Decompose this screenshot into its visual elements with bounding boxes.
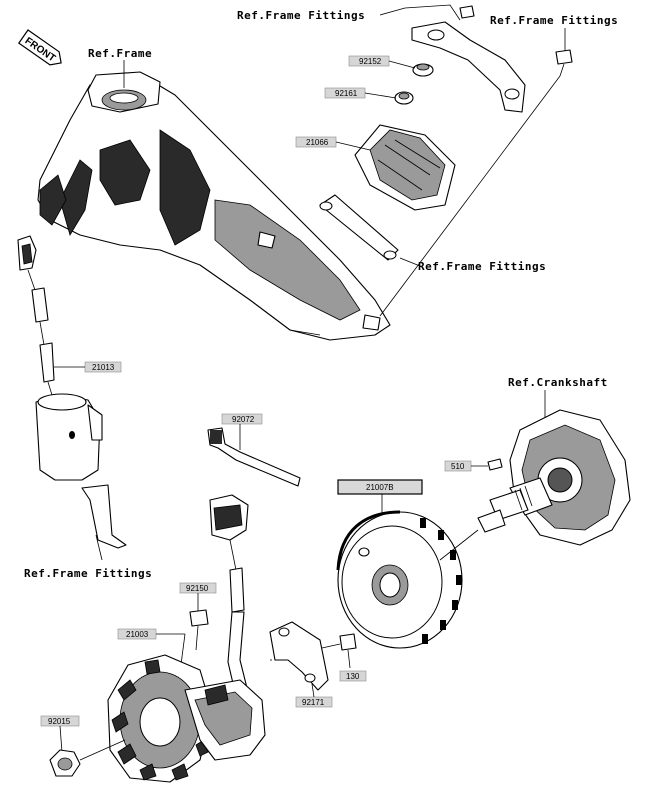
- holding-plate-92171: [269, 621, 329, 691]
- bolt-130: [339, 633, 357, 651]
- part-number-92150: 92150: [186, 584, 209, 593]
- ref-crankshaft-label: Ref.Crankshaft: [508, 376, 608, 389]
- part-number-21003: 21003: [126, 630, 149, 639]
- part-number-130: 130: [346, 672, 360, 681]
- woodruff-key-510: [487, 458, 503, 471]
- part-number-21007B-box: [337, 479, 423, 495]
- part-number-92152: 92152: [359, 57, 382, 66]
- part-number-21013: 21013: [92, 363, 115, 372]
- stator-21003: [107, 654, 266, 783]
- frame-drawing: [37, 71, 391, 341]
- ref-frame-fittings-top-left: Ref.Frame Fittings: [237, 9, 365, 22]
- flywheel-rotor-21007B: [336, 510, 463, 649]
- part-number-92015: 92015: [48, 717, 71, 726]
- ref-frame-fittings-bottom-left: Ref.Frame Fittings: [24, 567, 152, 580]
- coil-bracket: [81, 484, 127, 549]
- crankshaft-drawing: [477, 409, 631, 546]
- part-number-92072: 92072: [232, 415, 255, 424]
- regulator-bracket: [411, 21, 526, 113]
- ignition-coil-21013: [17, 235, 103, 481]
- ref-frame-label: Ref.Frame: [88, 47, 152, 60]
- part-number-510: 510: [451, 462, 465, 471]
- bolt-92150: [189, 609, 209, 627]
- cable-clamp-92072: [207, 427, 301, 487]
- ref-frame-fittings-top-right: Ref.Frame Fittings: [490, 14, 618, 27]
- regulator-plate: [319, 194, 399, 261]
- front-direction-tag: FRONT: [17, 29, 62, 66]
- part-number-92171: 92171: [302, 698, 325, 707]
- part-number-21007B: 21007B: [366, 483, 394, 492]
- regulator-21066: [354, 124, 456, 211]
- ref-frame-fittings-mid: Ref.Frame Fittings: [418, 260, 546, 273]
- part-number-92161: 92161: [335, 89, 358, 98]
- stator-connector: [209, 494, 251, 706]
- part-number-21066: 21066: [306, 138, 329, 147]
